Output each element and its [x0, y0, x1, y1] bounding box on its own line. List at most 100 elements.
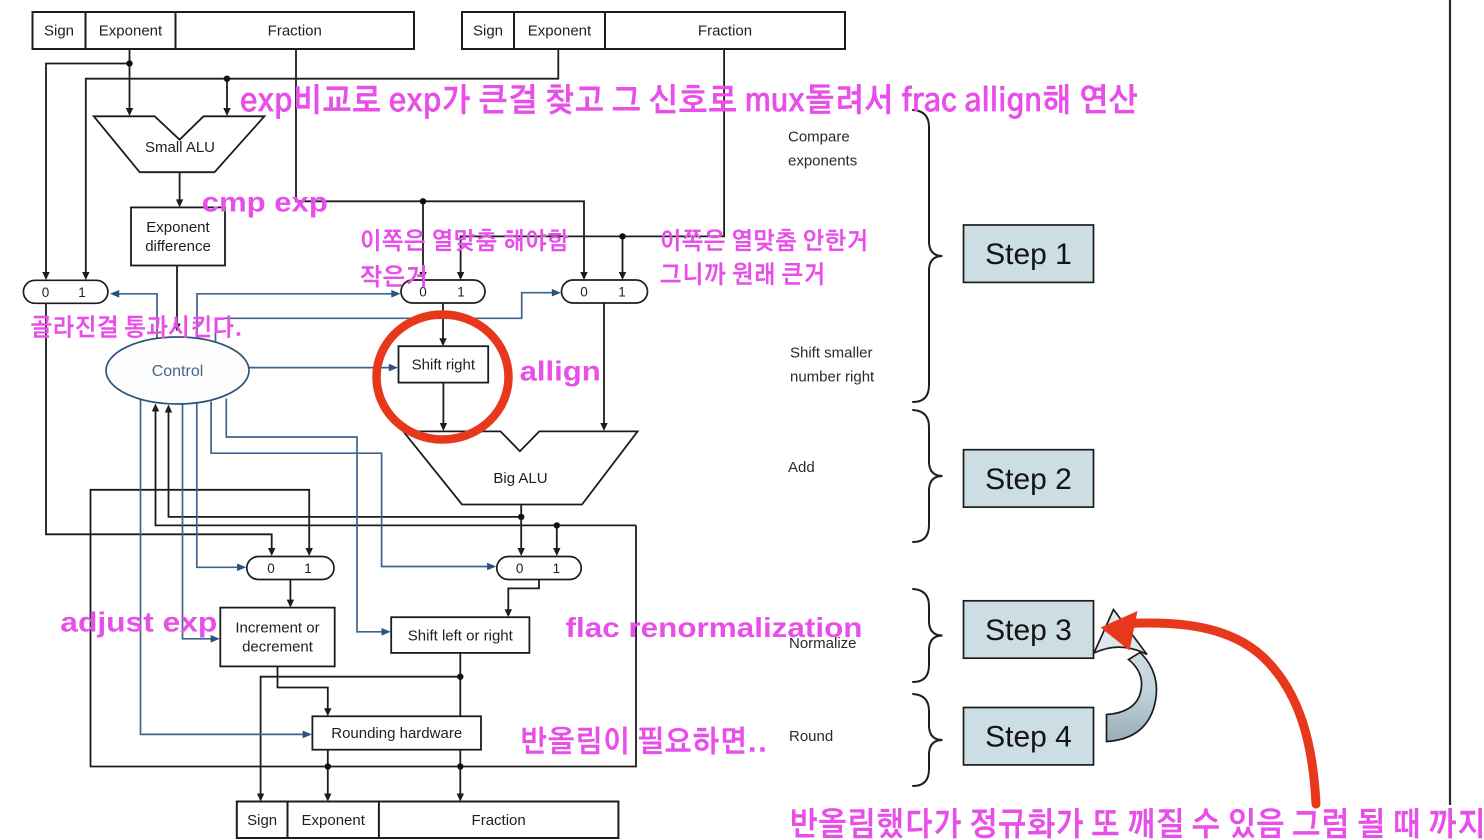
mux-fraction-large-input0-label: 0 [580, 285, 588, 300]
braces [912, 109, 943, 787]
rounding-hardware-box: Rounding hardware [311, 715, 482, 751]
exponent-difference-box-label: difference [145, 238, 211, 255]
arrowhead [456, 272, 465, 280]
annotation-right-mux-note-2-glyphs [660, 262, 823, 286]
register-b-fraction-label: Fraction [698, 23, 752, 40]
control-wire [139, 398, 303, 736]
arrowhead [600, 423, 608, 431]
annotation-left-mux-note-2: 작은거 [360, 265, 425, 288]
control-wire [195, 403, 238, 569]
arrowhead [388, 363, 398, 372]
annotation-right-mux-note-1: 이쪽은 열맞춤 안한거 [661, 228, 866, 252]
mux-fraction-large: 0 1 [560, 279, 649, 304]
stage-normalize: Normalize [789, 635, 857, 652]
arrowhead [305, 548, 313, 556]
wire [89, 488, 637, 768]
wire [45, 62, 130, 274]
arrowhead [439, 423, 448, 431]
shift-left-or-right-box-label: Shift left or right [408, 627, 514, 644]
signal-wires [45, 49, 725, 795]
stage-shift-1: Shift smaller [790, 345, 873, 362]
arrowhead [175, 199, 184, 208]
big-alu-label: Big ALU [493, 470, 547, 487]
stage-compare-2: exponents [788, 153, 857, 170]
annotation-round-note-glyphs [522, 726, 765, 755]
step2-box-label: Step 2 [985, 463, 1072, 496]
stage-round: Round [789, 728, 833, 745]
annotation-loop-note-glyphs [792, 808, 1482, 839]
brace-step4 [912, 693, 943, 787]
annotation-cmp-exp: cmp exp [202, 187, 328, 218]
shift-right-box: Shift right [397, 345, 490, 384]
arrowhead [381, 628, 391, 636]
control-unit: Control [105, 336, 250, 405]
step2-box: Step 2 [962, 448, 1095, 508]
arrowhead [210, 635, 220, 643]
increment-or-decrement-box-label: decrement [242, 639, 314, 656]
blue-arrowheads [110, 288, 561, 739]
mux-fraction-normalize: 0 1 [495, 555, 583, 581]
wire [507, 579, 540, 611]
arrowhead [553, 548, 561, 556]
register-a-sign-label: Sign [44, 23, 74, 40]
wire [154, 410, 636, 527]
annotation-title: exp비교로 exp가 큰걸 찾고 그 신호로 mux돌려서 frac alli… [241, 84, 1137, 119]
step3-box: Step 3 [962, 599, 1095, 660]
arrowhead [286, 599, 295, 608]
exponent-difference-box: Exponent difference [130, 206, 226, 267]
red-arrow-curve [1125, 618, 1321, 809]
arrowhead [110, 290, 120, 298]
mux-exponent-adjust-input0-label: 0 [267, 561, 275, 576]
shift-right-box-label: Shift right [412, 357, 476, 374]
annotation-loop-note: 반올림했다가 정규화가 또 깨질 수 있음 그럼 될 때 까지 [792, 808, 1482, 839]
annotation-left-mux-note-1-glyphs [361, 228, 569, 252]
annotation-flac-renormalization: flac renormalization [566, 612, 863, 643]
wire [84, 49, 560, 274]
step4-box: Step 4 [962, 706, 1095, 766]
arrowhead [164, 404, 173, 413]
arrowhead [456, 793, 464, 802]
arrowhead [324, 793, 332, 802]
stage-compare-1: Compare [788, 129, 850, 146]
big-alu: Big ALU [401, 430, 640, 506]
stage-add: Add [788, 459, 815, 476]
exponent-difference-box-label: Exponent [146, 219, 210, 236]
mux-fraction-small-input1-label: 1 [457, 285, 465, 300]
stage-shift-2: number right [790, 369, 875, 386]
register-a-exponent-label: Exponent [99, 23, 163, 40]
register-a-fraction-label: Fraction [268, 23, 322, 40]
step4-box-label: Step 4 [985, 721, 1072, 754]
mux-exponent-select-input1-label: 1 [78, 285, 86, 300]
step1-box-label: Step 1 [985, 238, 1072, 271]
arrowhead [237, 563, 247, 572]
brace-step3 [912, 588, 943, 683]
control-wire [210, 401, 488, 568]
arrowhead [151, 403, 160, 412]
annotation-control-note-glyphs [31, 315, 241, 338]
annotation-left-mux-note-2-glyphs [360, 265, 425, 288]
arrowhead [551, 288, 561, 297]
register-b: Sign Exponent Fraction [461, 11, 846, 50]
arrowhead [391, 290, 401, 298]
annotations: cmp exp allign adjust exp flac renormali… [31, 84, 1482, 839]
register-result: Sign Exponent Fraction [235, 800, 620, 839]
arrowhead [504, 609, 512, 618]
arrowhead [618, 272, 627, 280]
increment-or-decrement-box-label: Increment or [235, 620, 319, 637]
shift-left-or-right-box: Shift left or right [390, 616, 531, 654]
mux-exponent-select: 0 1 [22, 279, 109, 305]
mux-exponent-adjust-input1-label: 1 [304, 561, 312, 576]
arrowhead [42, 272, 50, 280]
step3-box-label: Step 3 [985, 614, 1072, 647]
annotation-allign: allign [520, 356, 601, 387]
mux-fraction-normalize-input0-label: 0 [516, 561, 524, 576]
arrowhead [517, 548, 525, 556]
small-alu-label: Small ALU [145, 139, 215, 156]
register-result-exponent-label: Exponent [302, 812, 366, 829]
annotation-round-note: 반올림이 필요하면.. [522, 726, 765, 755]
annotation-right-mux-note-1-glyphs [661, 228, 866, 252]
wire [259, 675, 461, 795]
loop-arrow-ribbon [1105, 651, 1158, 743]
step1-box: Step 1 [962, 224, 1095, 284]
